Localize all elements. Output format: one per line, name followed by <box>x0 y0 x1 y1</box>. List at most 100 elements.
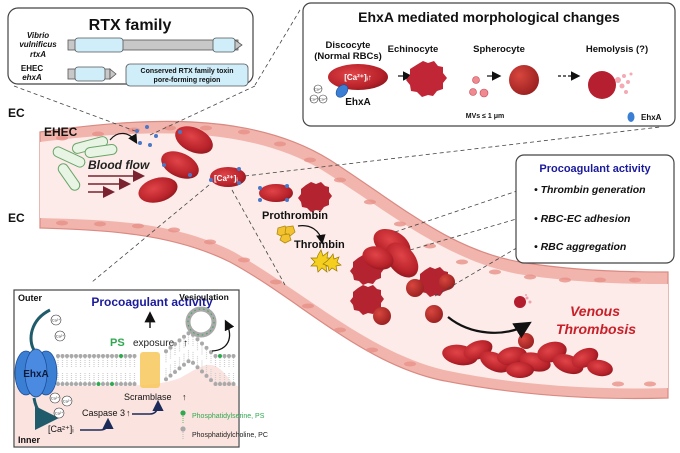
prothrombin-icon <box>276 225 296 244</box>
ps-lipid-head <box>110 382 114 386</box>
pc-lipid-head <box>222 382 227 386</box>
endothelial-cells-bottom <box>56 220 656 387</box>
bacterium <box>52 146 86 168</box>
conversion-arrow <box>297 225 326 245</box>
prothrombin-label: Prothrombin <box>262 210 328 222</box>
ca-influx-arrow-top <box>29 308 51 351</box>
discocyte-sublabel: (Normal RBCs) <box>314 51 382 62</box>
microvesicles <box>469 76 489 98</box>
vesiculation-arrow <box>211 319 235 352</box>
thrombin-label: Thrombin <box>294 239 345 251</box>
pc-lipid-head <box>87 382 92 386</box>
pc-lipid-head <box>227 382 231 386</box>
pc-lipid-head <box>83 382 87 386</box>
echinocyte-cell <box>406 61 447 97</box>
mvs-label: MVs ≤ 1 μm <box>466 113 504 120</box>
rbc <box>161 151 199 179</box>
pc-lipid-head <box>56 382 60 386</box>
pc-legend-label: Phosphatidylcholine, PC <box>192 432 268 439</box>
rtx-title: RTX family <box>89 17 172 34</box>
pc-lipid-head <box>56 354 60 358</box>
echinocyte <box>417 267 451 297</box>
pc-lipid-head <box>101 354 105 358</box>
rbc-ca-loaded <box>210 167 246 187</box>
ehxa-pore-label: EhxA <box>23 369 49 380</box>
pc-legend-icon <box>180 426 186 432</box>
ca-influx-arrow-bottom <box>32 397 59 430</box>
rbc <box>259 184 293 202</box>
caspase-to-scramblase-arrow <box>132 399 164 415</box>
hemolysis-debris <box>615 72 633 94</box>
discocyte-label: Discocyte <box>326 40 371 51</box>
pc-lipid-head <box>92 354 96 358</box>
morph-title: EhxA mediated morphological changes <box>358 9 620 25</box>
spherocyte <box>373 307 391 325</box>
pc-lipid-head <box>101 382 105 386</box>
thrombosis-arrow <box>447 316 532 339</box>
rbcs-upstream: [Ca²⁺]ᵢ <box>138 126 332 212</box>
pc-lipid-head <box>110 354 114 358</box>
discocyte-ehxa-label: EhxA <box>345 97 371 108</box>
ca-to-caspase-arrow <box>80 417 114 431</box>
pc-lipid-head <box>83 354 87 358</box>
ehxa-legend-label: EhxA <box>641 113 662 122</box>
outer-label: Outer <box>18 293 43 303</box>
pc-lipid-head <box>200 341 204 346</box>
gene1-label-line2: vulnificus <box>19 40 57 49</box>
ca-ion-label: Ca²⁺ <box>51 396 60 401</box>
venous-label: Venous <box>570 303 620 319</box>
spherocyte-label: Spherocyte <box>473 44 525 55</box>
lipid-bilayer <box>56 331 236 386</box>
spherocyte <box>406 279 424 297</box>
blood-vessel <box>39 120 669 400</box>
pc-lipid-head <box>168 345 173 350</box>
pc-lipid-head <box>231 382 236 386</box>
pc-lipid-head <box>128 354 132 358</box>
echinocyte-label: Echinocyte <box>388 44 439 55</box>
procoag-item-aggregation: • RBC aggregation <box>534 241 626 253</box>
exposure-label: exposure <box>133 338 175 349</box>
ca-ion-label: Ca²⁺ <box>310 98 318 102</box>
membrane-ca-ions <box>49 314 73 419</box>
vesicle-ps <box>187 308 215 336</box>
caspase-label: Caspase 3 <box>82 408 125 418</box>
procoag-title: Procoagulant activity <box>539 163 651 175</box>
pc-lipid-head <box>195 365 200 370</box>
ca-inner-label: [Ca²⁺]ᵢ <box>48 424 74 434</box>
pc-lipid-head <box>173 342 177 346</box>
ca-ion-label: Ca²⁺ <box>314 88 322 92</box>
inner-label: Inner <box>18 435 41 445</box>
pc-lipid-head <box>132 382 137 386</box>
procoagulant-panel: Procoagulant activity • Thrombin generat… <box>515 154 675 264</box>
ps-lipid-head <box>218 354 222 358</box>
rbc-aggregate <box>442 340 613 378</box>
pc-lipid-head <box>213 382 218 386</box>
hemolysis-label: Hemolysis (?) <box>586 44 648 55</box>
pc-lipid-head <box>60 354 65 358</box>
ehec-label: EHEC <box>44 125 78 139</box>
pc-lipid-head <box>65 354 69 358</box>
endothelial-cells-top <box>56 125 641 283</box>
pc-lipid-head <box>204 345 209 350</box>
ca-rbc-label: [Ca²⁺]ᵢ <box>214 174 238 183</box>
ps-lipid-head <box>96 382 101 386</box>
pc-lipid-head <box>195 337 200 342</box>
gene1-label-line1: Vibrio <box>27 31 49 40</box>
ca-ions <box>309 84 328 104</box>
lysing-rbc <box>514 296 526 308</box>
ps-lipid-head <box>119 354 123 358</box>
thrombosis-label: Thrombosis <box>556 321 636 337</box>
procoag-item-thrombin: • Thrombin generation <box>534 184 646 196</box>
scramblase-up-arrow: ↑ <box>182 392 187 402</box>
pc-lipid-head <box>114 354 119 358</box>
ps-legend-icon <box>180 410 186 416</box>
gene2-label-line1: EHEC <box>21 64 43 73</box>
rbc <box>362 246 394 270</box>
pc-lipid-head <box>65 382 69 386</box>
pc-lipid-head <box>119 382 123 386</box>
rbcs-downstream <box>350 228 613 378</box>
ca-ion-label: Ca²⁺ <box>52 318 61 323</box>
release-arrow <box>109 132 138 145</box>
discocyte-ca-label: [Ca²⁺]ᵢ↑ <box>344 73 372 82</box>
